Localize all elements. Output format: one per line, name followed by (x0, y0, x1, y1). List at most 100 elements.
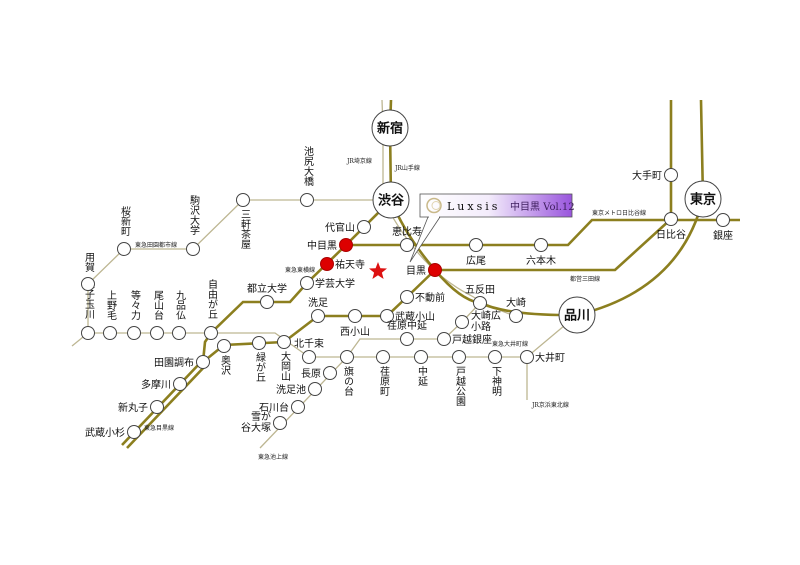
station-shinmaruko[interactable]: 新丸子 (118, 400, 164, 415)
station-label: 等々力 (129, 289, 141, 321)
station-label: 都立大学 (247, 282, 287, 295)
station-fudomae[interactable]: 不動前 (400, 290, 446, 305)
station-yoga[interactable]: 用賀 (81, 252, 95, 291)
station-hiroo[interactable]: 広尾 (466, 238, 486, 268)
station-senzoku[interactable]: 洗足 (308, 297, 328, 323)
station-label: 長原 (301, 368, 321, 380)
station-marker (81, 277, 95, 291)
station-sakurashinmachi[interactable]: 桜新町 (117, 205, 131, 256)
station-midorigaoka[interactable]: 緑が丘 (252, 336, 266, 383)
station-label: 荏原町 (378, 366, 390, 396)
station-label: 洗足池 (276, 383, 306, 396)
station-togoshiginza[interactable]: 戸越銀座 (437, 332, 493, 347)
station-tamagawa[interactable]: 多摩川 (141, 377, 187, 392)
station-denenchofu[interactable]: 田園調布 (154, 355, 210, 370)
stations: 新宿渋谷東京品川二子玉川上野毛等々力尾山台九品仏自由が丘用賀桜新町駒沢大学三軒茶… (81, 109, 733, 440)
station-tokyo[interactable]: 東京 (684, 180, 722, 218)
station-ookayama[interactable]: 大岡山 (277, 335, 291, 382)
station-label: 五反田 (465, 284, 495, 296)
station-hibiya[interactable]: 日比谷 (656, 212, 686, 242)
station-label: 新宿 (377, 121, 403, 137)
station-marker (716, 213, 730, 227)
callout-brand: Luxsis (447, 200, 500, 213)
station-senzokuike[interactable]: 洗足池 (276, 382, 322, 397)
station-marker (340, 350, 354, 364)
station-gotanda[interactable]: 五反田 (465, 284, 495, 310)
station-kaminoge[interactable]: 上野毛 (103, 290, 117, 340)
station-musashikoyama[interactable]: 武蔵小山 (380, 309, 436, 324)
station-okusawa[interactable]: 奥沢 (217, 339, 231, 376)
station-todoroki[interactable]: 等々力 (127, 289, 141, 340)
station-label: 洗足 (308, 297, 328, 309)
station-ebaranakanobu[interactable]: 荏原中延 (387, 319, 427, 346)
station-marker (380, 309, 394, 323)
station-ishikawadai[interactable]: 石川台 (259, 400, 305, 415)
station-komazawadaigaku[interactable]: 駒沢大学 (186, 195, 200, 256)
station-marker (323, 366, 337, 380)
station-marker (103, 326, 117, 340)
line-label-mita: 都営三田線 (570, 275, 600, 283)
station-kuhonbutsu[interactable]: 九品仏 (172, 290, 186, 340)
station-label: 西小山 (340, 326, 370, 338)
station-label: 大崎 (506, 296, 526, 309)
station-marker (437, 332, 451, 346)
station-toritsudaigaku[interactable]: 都立大学 (247, 282, 287, 309)
station-marker (117, 242, 131, 256)
station-ebisu[interactable]: 恵比寿 (392, 225, 422, 252)
station-marker (196, 355, 210, 369)
station-label: 祐天寺 (335, 258, 365, 271)
station-nakameguro[interactable]: 中目黒 (307, 238, 353, 253)
station-gakugeidaigaku[interactable]: 学芸大学 (300, 276, 356, 291)
station-marker (308, 382, 322, 396)
station-meguro[interactable]: 目黒 (406, 263, 442, 278)
station-roppongi[interactable]: 六本木 (526, 238, 556, 268)
station-yukigayaotsuka[interactable]: 雪が谷大塚 (241, 410, 287, 434)
station-oimachi[interactable]: 大井町 (520, 350, 566, 365)
station-marker (455, 315, 469, 329)
station-label: 渋谷 (378, 193, 405, 209)
station-yutenji[interactable]: 祐天寺 (320, 257, 366, 272)
station-ebaramachi[interactable]: 荏原町 (376, 350, 390, 397)
station-musashikosugi[interactable]: 武蔵小杉 (85, 425, 141, 440)
station-shinjuku[interactable]: 新宿 (371, 109, 409, 147)
station-label: 戸越銀座 (452, 333, 492, 346)
station-jiyugaoka[interactable]: 自由が丘 (204, 278, 218, 340)
station-osakihirokoji[interactable]: 大崎広小路 (455, 309, 502, 333)
station-nagahara[interactable]: 長原 (301, 366, 337, 381)
mita-line (435, 100, 673, 272)
station-shimoshinmei[interactable]: 下神明 (488, 350, 502, 397)
station-togoshikoen[interactable]: 戸越公園 (452, 350, 466, 407)
luxsis-logo-icon (426, 197, 442, 214)
station-marker (357, 220, 371, 234)
station-osaki[interactable]: 大崎 (506, 296, 526, 323)
station-nakanobu[interactable]: 中延 (414, 350, 428, 387)
station-sangenjaya[interactable]: 三軒茶屋 (236, 193, 251, 250)
station-ikejiriohashi[interactable]: 池尻大橋 (300, 145, 314, 207)
station-kitasenzoku[interactable]: 北千束 (294, 338, 324, 364)
station-ginza[interactable]: 銀座 (713, 213, 733, 243)
station-marker (311, 309, 325, 323)
major-station-marker (558, 296, 596, 334)
station-label: 大手町 (632, 169, 662, 182)
station-marker (534, 238, 548, 252)
station-label: 中目黒 (307, 239, 337, 252)
station-hatanodai[interactable]: 旗の台 (340, 350, 354, 397)
station-label: 駒沢大学 (188, 195, 200, 235)
station-marker (664, 168, 678, 182)
station-daikanyama[interactable]: 代官山 (325, 220, 371, 235)
station-nishikoyama[interactable]: 西小山 (340, 309, 370, 339)
station-marker (172, 326, 186, 340)
station-shinagawa[interactable]: 品川 (558, 296, 596, 334)
station-otemachi[interactable]: 大手町 (632, 168, 678, 183)
station-marker (400, 290, 414, 304)
station-shibuya[interactable]: 渋谷 (372, 181, 410, 219)
station-label: 雪が谷大塚 (241, 410, 271, 434)
station-label: 日比谷 (656, 229, 686, 241)
station-marker (127, 326, 141, 340)
station-label: 多摩川 (141, 378, 171, 391)
line-label-ikegami: 東急池上線 (258, 453, 288, 461)
station-marker (150, 400, 164, 414)
station-oyamadai[interactable]: 尾山台 (150, 290, 164, 340)
major-station-marker (371, 109, 409, 147)
